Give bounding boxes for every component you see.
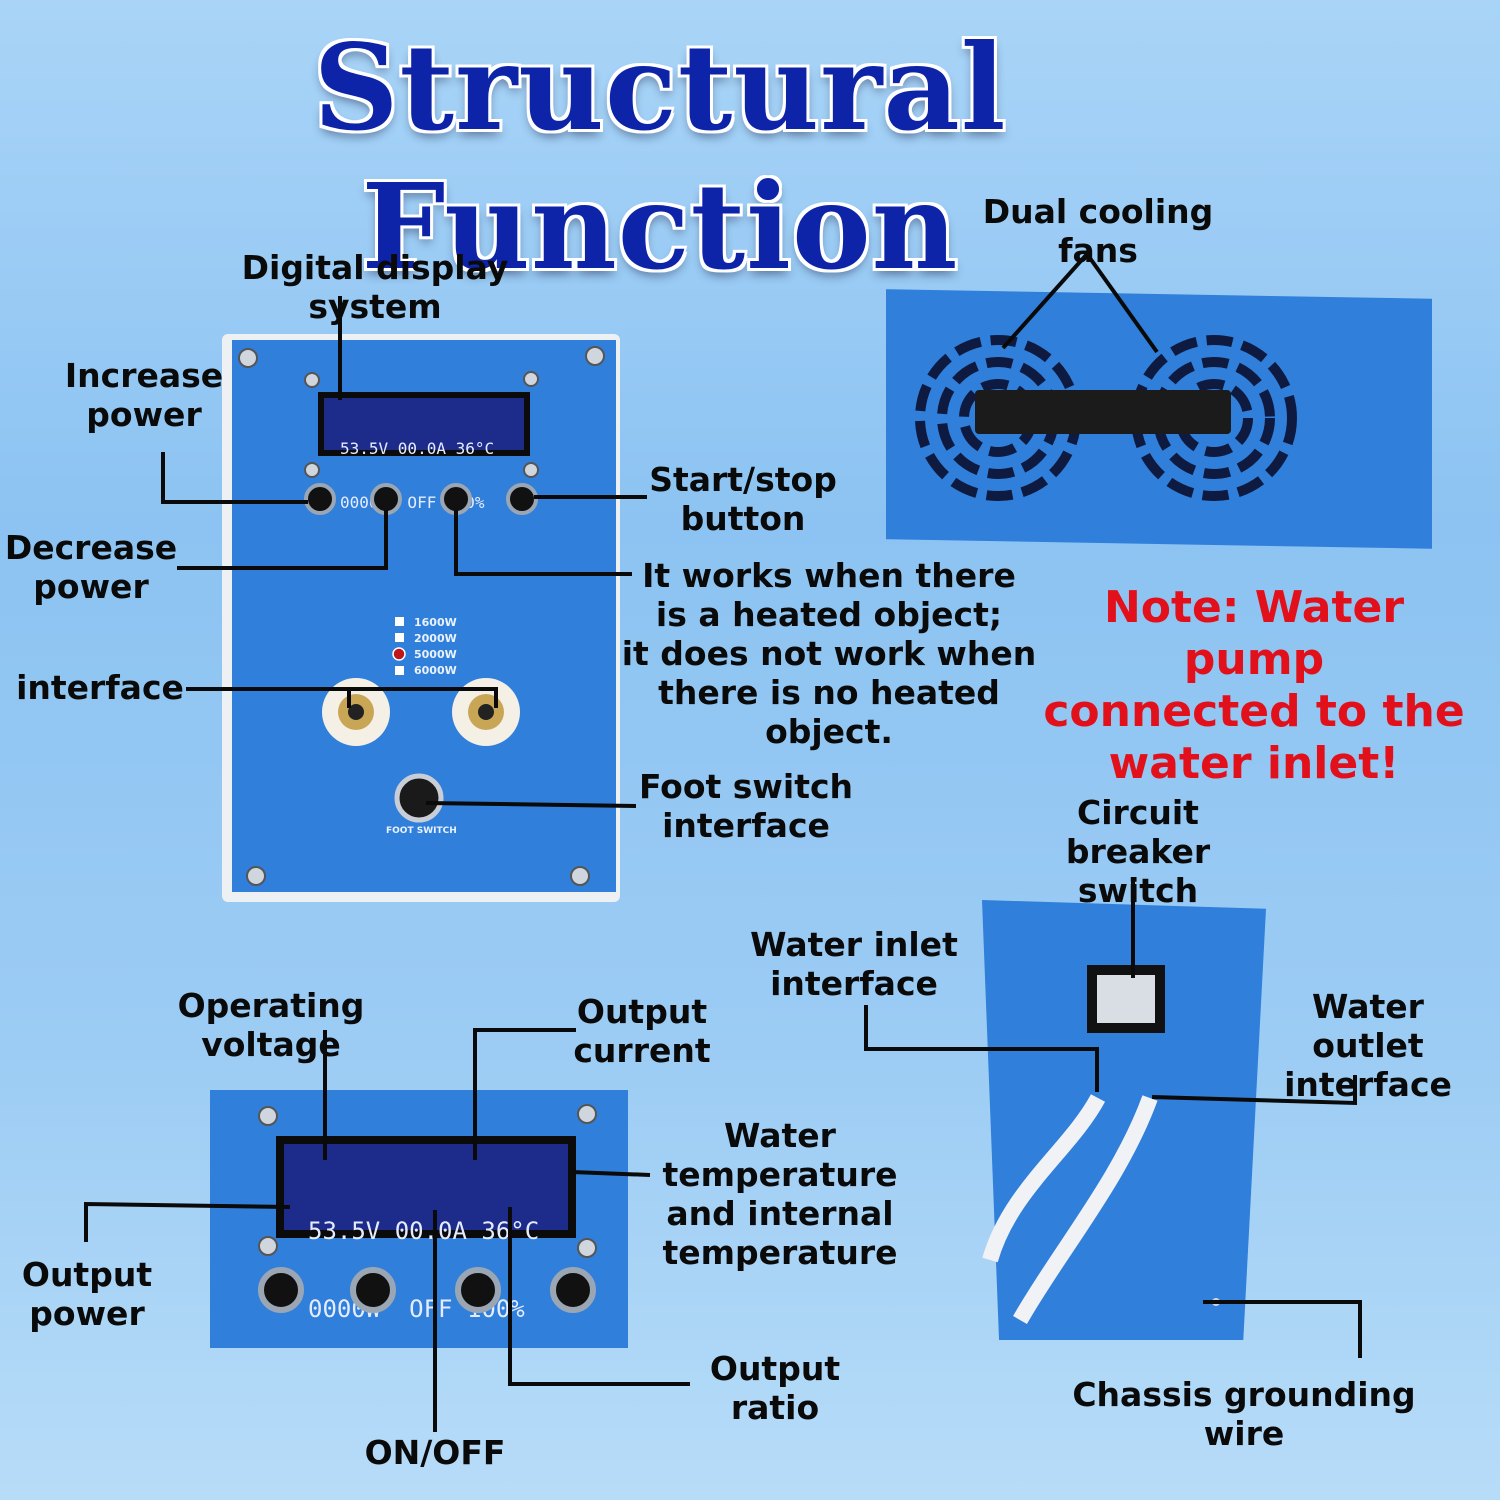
label-output-current: Output current bbox=[573, 992, 711, 1070]
front-lcd-line-2: 0000W OFF 100% bbox=[340, 493, 485, 512]
label-output-ratio: Output ratio bbox=[709, 1349, 841, 1427]
label-interface: interface bbox=[16, 668, 184, 707]
power-option-1: 1600W bbox=[414, 616, 457, 629]
label-water-inlet: Water inlet interface bbox=[750, 925, 958, 1003]
closeup-lcd-line-2: 0000W OFF 100% bbox=[308, 1295, 525, 1323]
rear-panel bbox=[982, 900, 1266, 1340]
label-start-stop: Start/stop button bbox=[649, 460, 837, 538]
fan-panel bbox=[886, 289, 1432, 549]
label-on-off: ON/OFF bbox=[364, 1433, 506, 1472]
label-circuit-breaker: Circuit breaker switch bbox=[1065, 793, 1211, 910]
label-water-temp: Water temperature and internal temperatu… bbox=[662, 1116, 898, 1272]
power-option-4: 6000W bbox=[414, 664, 457, 677]
front-lcd-line-1: 53.5V 00.0A 36°C bbox=[340, 439, 495, 458]
power-option-3: 5000W bbox=[414, 648, 457, 661]
closeup-lcd: 53.5V 00.0A 36°C 0000W OFF 100% bbox=[276, 1136, 576, 1322]
closeup-lcd-line-1: 53.5V 00.0A 36°C bbox=[308, 1217, 540, 1245]
label-digital-display: Digital display system bbox=[241, 248, 509, 326]
label-foot-switch: Foot switch interface bbox=[638, 767, 854, 845]
label-heated-object: It works when there is a heated object; … bbox=[621, 556, 1037, 751]
front-panel: 53.5V 00.0A 36°C 0000W OFF 100% 1600W 20… bbox=[232, 340, 616, 892]
label-chassis-ground: Chassis grounding wire bbox=[1072, 1375, 1416, 1453]
water-pump-note: Note: Water pump connected to the water … bbox=[1043, 582, 1465, 789]
power-option-2: 2000W bbox=[414, 632, 457, 645]
page-title: Structural Function bbox=[313, 18, 1007, 296]
foot-switch-caption: FOOT SWITCH bbox=[386, 826, 457, 836]
label-operating-voltage: Operating voltage bbox=[177, 986, 365, 1064]
label-decrease-power: Decrease power bbox=[4, 528, 178, 606]
label-dual-fans: Dual cooling fans bbox=[982, 192, 1214, 270]
label-output-power: Output power bbox=[21, 1255, 153, 1333]
front-lcd: 53.5V 00.0A 36°C 0000W OFF 100% bbox=[318, 392, 530, 512]
label-increase-power: Increase power bbox=[64, 356, 224, 434]
label-water-outlet: Water outlet interface bbox=[1284, 987, 1452, 1104]
